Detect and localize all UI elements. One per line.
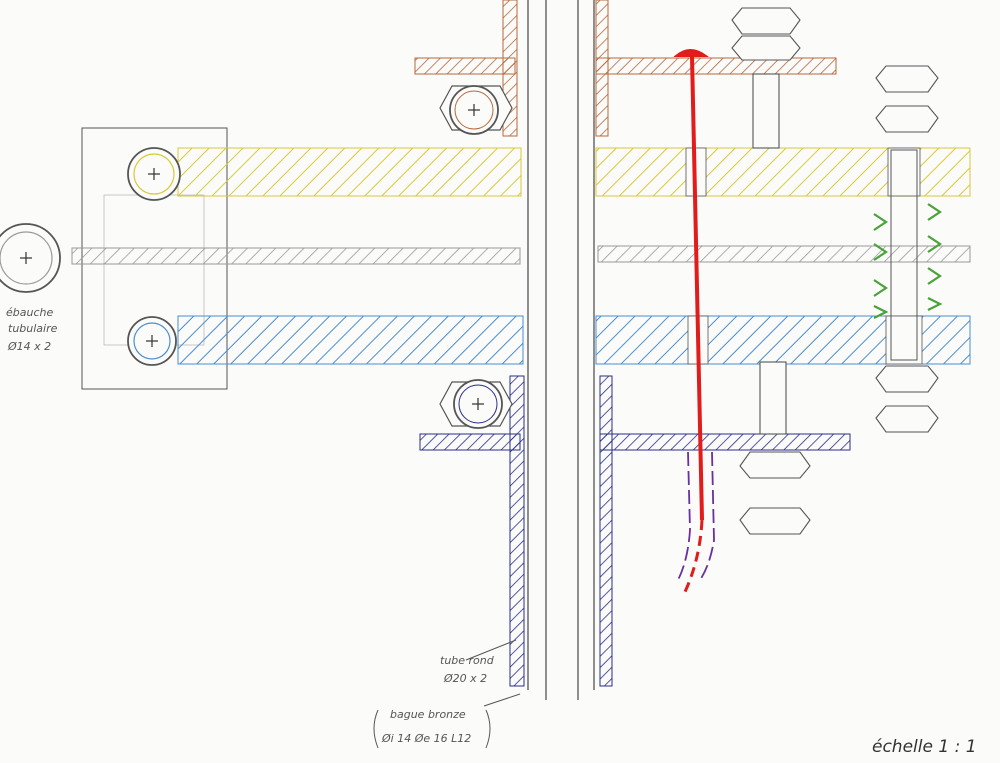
bushing-label: bague bronze xyxy=(390,708,466,721)
hex-nut-stack-bottom xyxy=(739,361,811,535)
bolt-head-top-center xyxy=(439,85,513,135)
scale-label: échelle 1 : 1 xyxy=(872,737,977,757)
purple-sheath xyxy=(677,451,715,581)
tube-blank-label: ébauche xyxy=(6,306,53,319)
blue-tube xyxy=(177,315,971,365)
red-cable xyxy=(673,49,710,595)
center-walls xyxy=(527,0,595,700)
bottom-angle-left xyxy=(419,375,525,687)
yellow-tube xyxy=(177,147,971,197)
bushing-bracket-right xyxy=(485,709,491,749)
bolt-head-blue xyxy=(127,316,177,366)
bottom-angle-right xyxy=(599,375,851,687)
round-tube-dim: Ø20 x 2 xyxy=(443,672,487,685)
round-tube-label: tube rond xyxy=(440,654,495,667)
bushing-bracket-left xyxy=(373,709,379,749)
bolt-head-yellow xyxy=(127,147,181,201)
top-angle-right xyxy=(595,0,837,137)
bolt-head-grey xyxy=(0,223,61,293)
tube-blank-label-2: tubulaire xyxy=(8,322,58,335)
tube-blank-dim: Ø14 x 2 xyxy=(7,340,51,353)
bolt-head-bottom-center xyxy=(439,379,513,429)
hex-nut-stack-right-top xyxy=(875,65,939,133)
hex-nut-stack-right-bottom xyxy=(875,365,939,433)
bushing-dims: Øi 14 Øe 16 L12 xyxy=(381,732,471,745)
leader-lines xyxy=(465,639,521,707)
hex-nut-stack-top xyxy=(731,7,801,149)
spring xyxy=(873,203,943,319)
bolt-shaft-right xyxy=(890,149,918,361)
